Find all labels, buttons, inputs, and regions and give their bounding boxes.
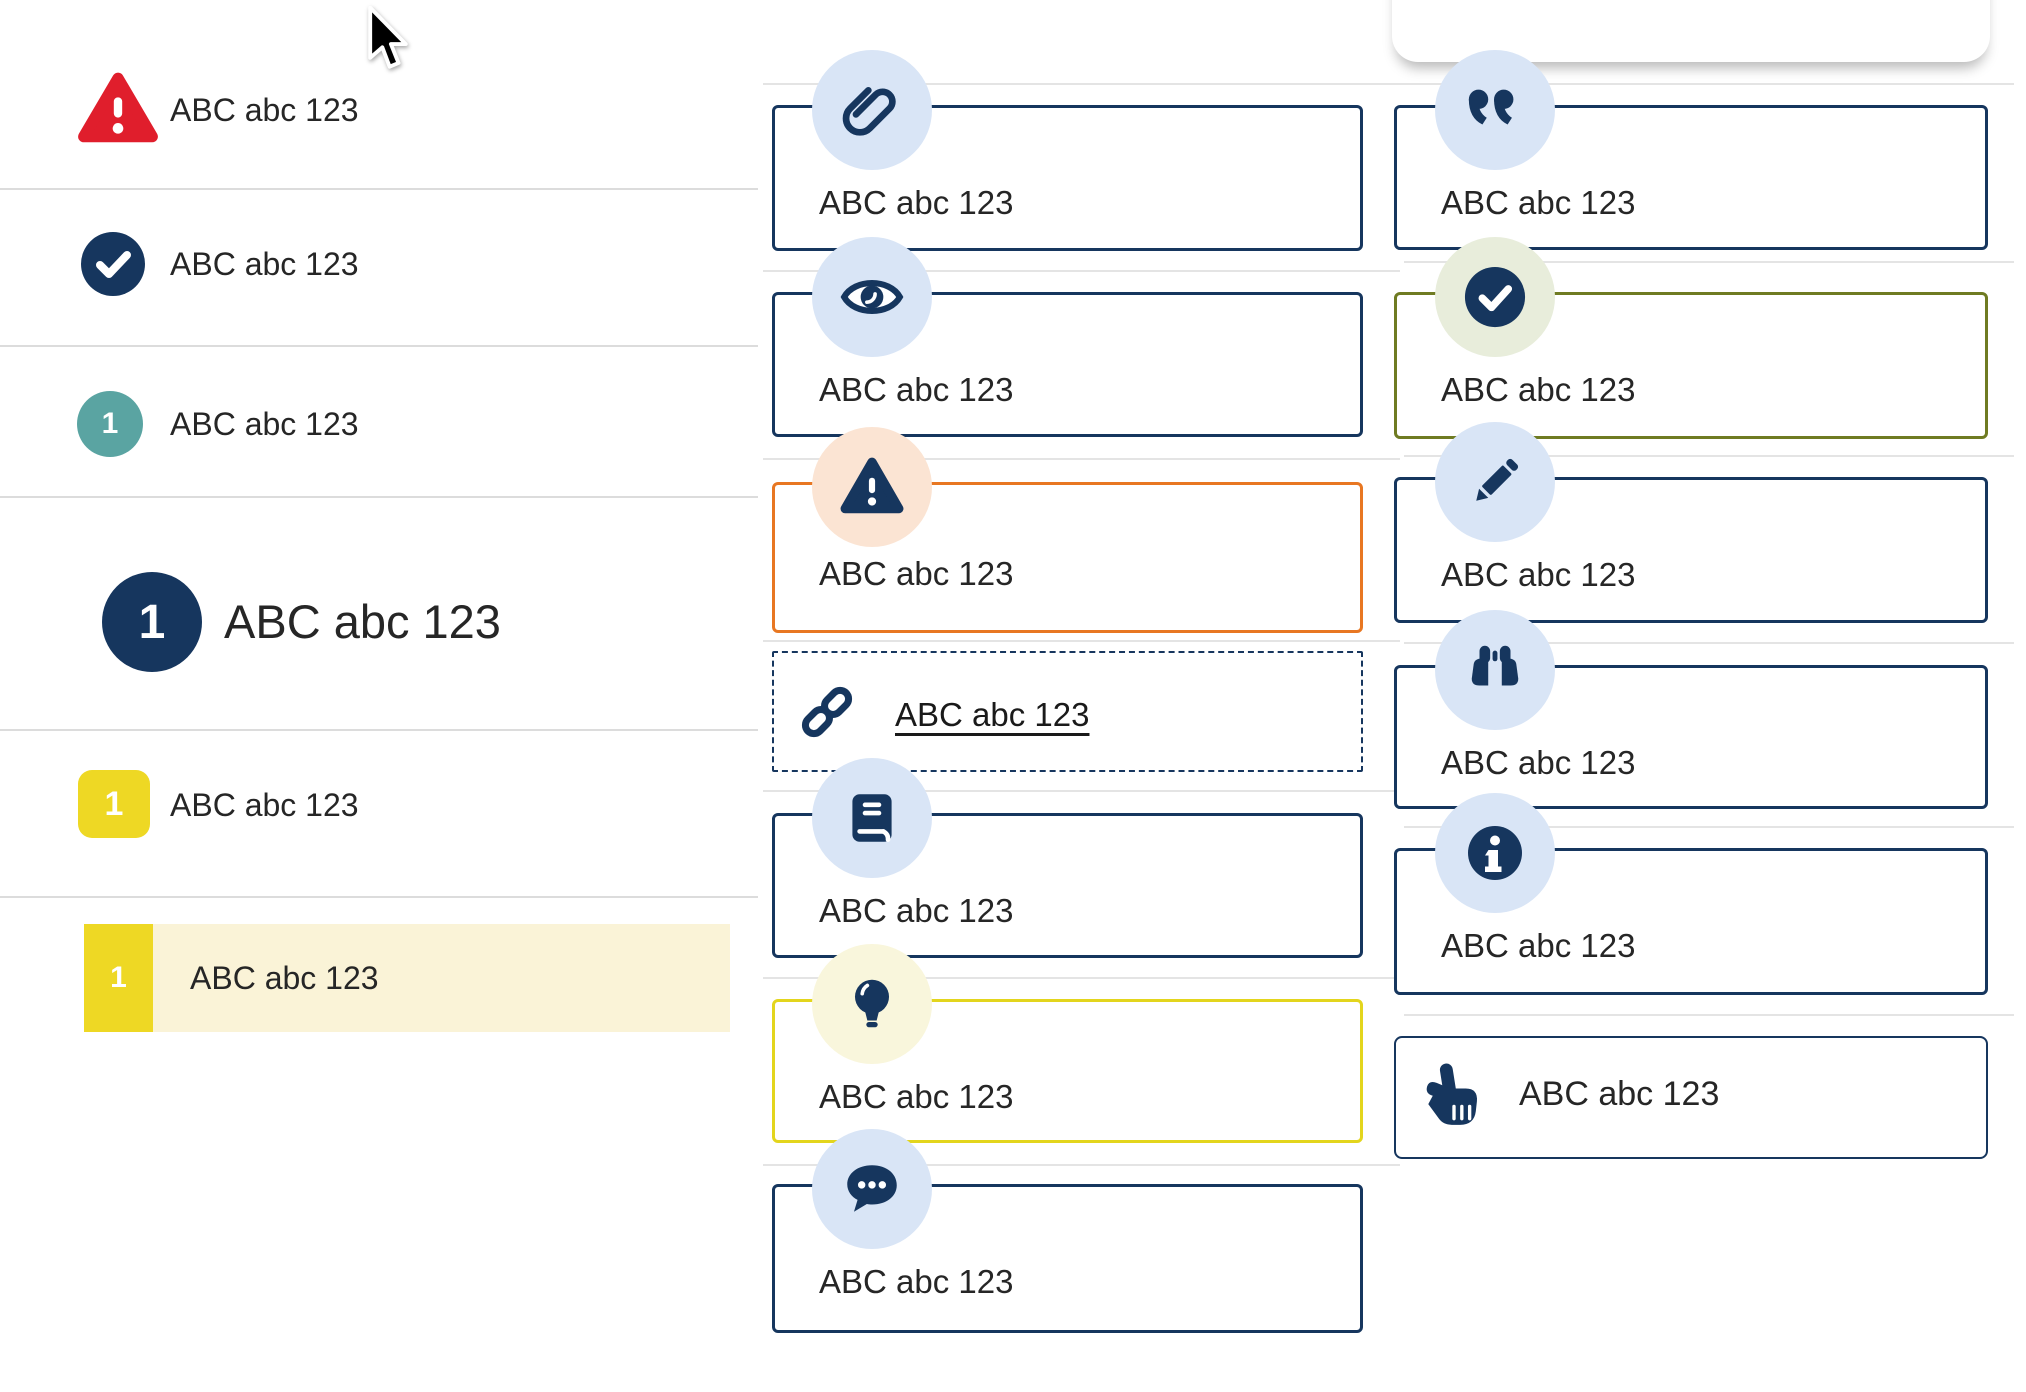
mouse-cursor-icon	[365, 5, 411, 74]
link-icon	[795, 680, 859, 744]
left-list: ABC abc 123 ABC abc 123 1 ABC abc 123 1 …	[0, 0, 758, 1060]
divider	[763, 83, 2014, 85]
divider	[1404, 455, 2014, 457]
chat-icon	[812, 1129, 932, 1249]
quote-icon	[1435, 50, 1555, 170]
badge-number: 1	[138, 595, 166, 649]
divider	[1404, 642, 2014, 644]
divider	[0, 729, 758, 731]
hand-pointer-icon	[1418, 1060, 1490, 1136]
info-icon	[1435, 793, 1555, 913]
paperclip-icon	[812, 50, 932, 170]
divider	[763, 977, 1400, 979]
card-label: ABC abc 123	[1519, 1075, 1720, 1113]
list-item-label: ABC abc 123	[170, 787, 359, 823]
card-label: ABC abc 123	[819, 555, 1014, 592]
card-label: ABC abc 123	[819, 892, 1014, 929]
warning-triangle-icon	[76, 72, 160, 148]
check-circle-icon	[1435, 237, 1555, 357]
divider	[763, 790, 1400, 792]
book-icon	[812, 758, 932, 878]
card-label: ABC abc 123	[1441, 556, 1636, 593]
divider	[0, 496, 758, 498]
check-circle-icon	[81, 232, 145, 296]
list-item-label: ABC abc 123	[170, 92, 359, 128]
card-label: ABC abc 123	[1441, 371, 1636, 408]
badge-number: 1	[104, 784, 124, 823]
divider	[763, 640, 1400, 642]
callout-card-tip: ABC abc 123	[772, 944, 1363, 1143]
callout-card-book: ABC abc 123	[772, 758, 1363, 958]
callout-card-info: ABC abc 123	[1394, 793, 1988, 995]
number-badge-yellow-bar: 1	[84, 924, 153, 1032]
list-item-label: ABC abc 123	[170, 246, 359, 282]
divider	[0, 188, 758, 190]
callout-card-edit: ABC abc 123	[1394, 422, 1988, 623]
eye-icon	[812, 237, 932, 357]
lightbulb-icon	[812, 944, 932, 1064]
callout-card-quote: ABC abc 123	[1394, 50, 1988, 250]
callout-link[interactable]: ABC abc 123	[895, 696, 1090, 733]
number-badge-teal: 1	[77, 391, 143, 457]
binoculars-icon	[1435, 610, 1555, 730]
callout-card-action[interactable]: ABC abc 123	[1394, 1036, 1988, 1159]
divider	[0, 345, 758, 347]
divider	[763, 1164, 1400, 1166]
divider	[1404, 1014, 2014, 1016]
callout-card-link: ABC abc 123	[772, 651, 1363, 772]
number-badge-yellow: 1	[78, 770, 150, 838]
card-label: ABC abc 123	[819, 184, 1014, 221]
card-label: ABC abc 123	[1441, 744, 1636, 781]
callout-card-eye: ABC abc 123	[772, 237, 1363, 437]
callout-card-search: ABC abc 123	[1394, 610, 1988, 809]
card-label: ABC abc 123	[819, 1078, 1014, 1115]
divider	[763, 270, 1400, 272]
card-label: ABC abc 123	[819, 1263, 1014, 1300]
card-label: ABC abc 123	[1441, 927, 1636, 964]
list-item-label: ABC abc 123	[190, 960, 379, 996]
callout-card-success: ABC abc 123	[1394, 237, 1988, 439]
divider	[0, 896, 758, 898]
divider	[763, 458, 1400, 460]
number-badge-navy-large: 1	[102, 572, 202, 672]
warning-triangle-icon	[812, 427, 932, 547]
callout-card-warning: ABC abc 123	[772, 427, 1363, 633]
list-item-highlighted[interactable]	[84, 924, 730, 1032]
list-item-label: ABC abc 123	[170, 406, 359, 442]
callout-card-chat: ABC abc 123	[772, 1129, 1363, 1333]
card-label: ABC abc 123	[1441, 184, 1636, 221]
badge-number: 1	[110, 961, 127, 994]
callout-card-attachment: ABC abc 123	[772, 50, 1363, 251]
list-item-label: ABC abc 123	[224, 595, 501, 648]
pencil-icon	[1435, 422, 1555, 542]
badge-number: 1	[101, 407, 119, 440]
divider	[1404, 261, 2014, 263]
card-label: ABC abc 123	[819, 371, 1014, 408]
divider	[1404, 826, 2014, 828]
